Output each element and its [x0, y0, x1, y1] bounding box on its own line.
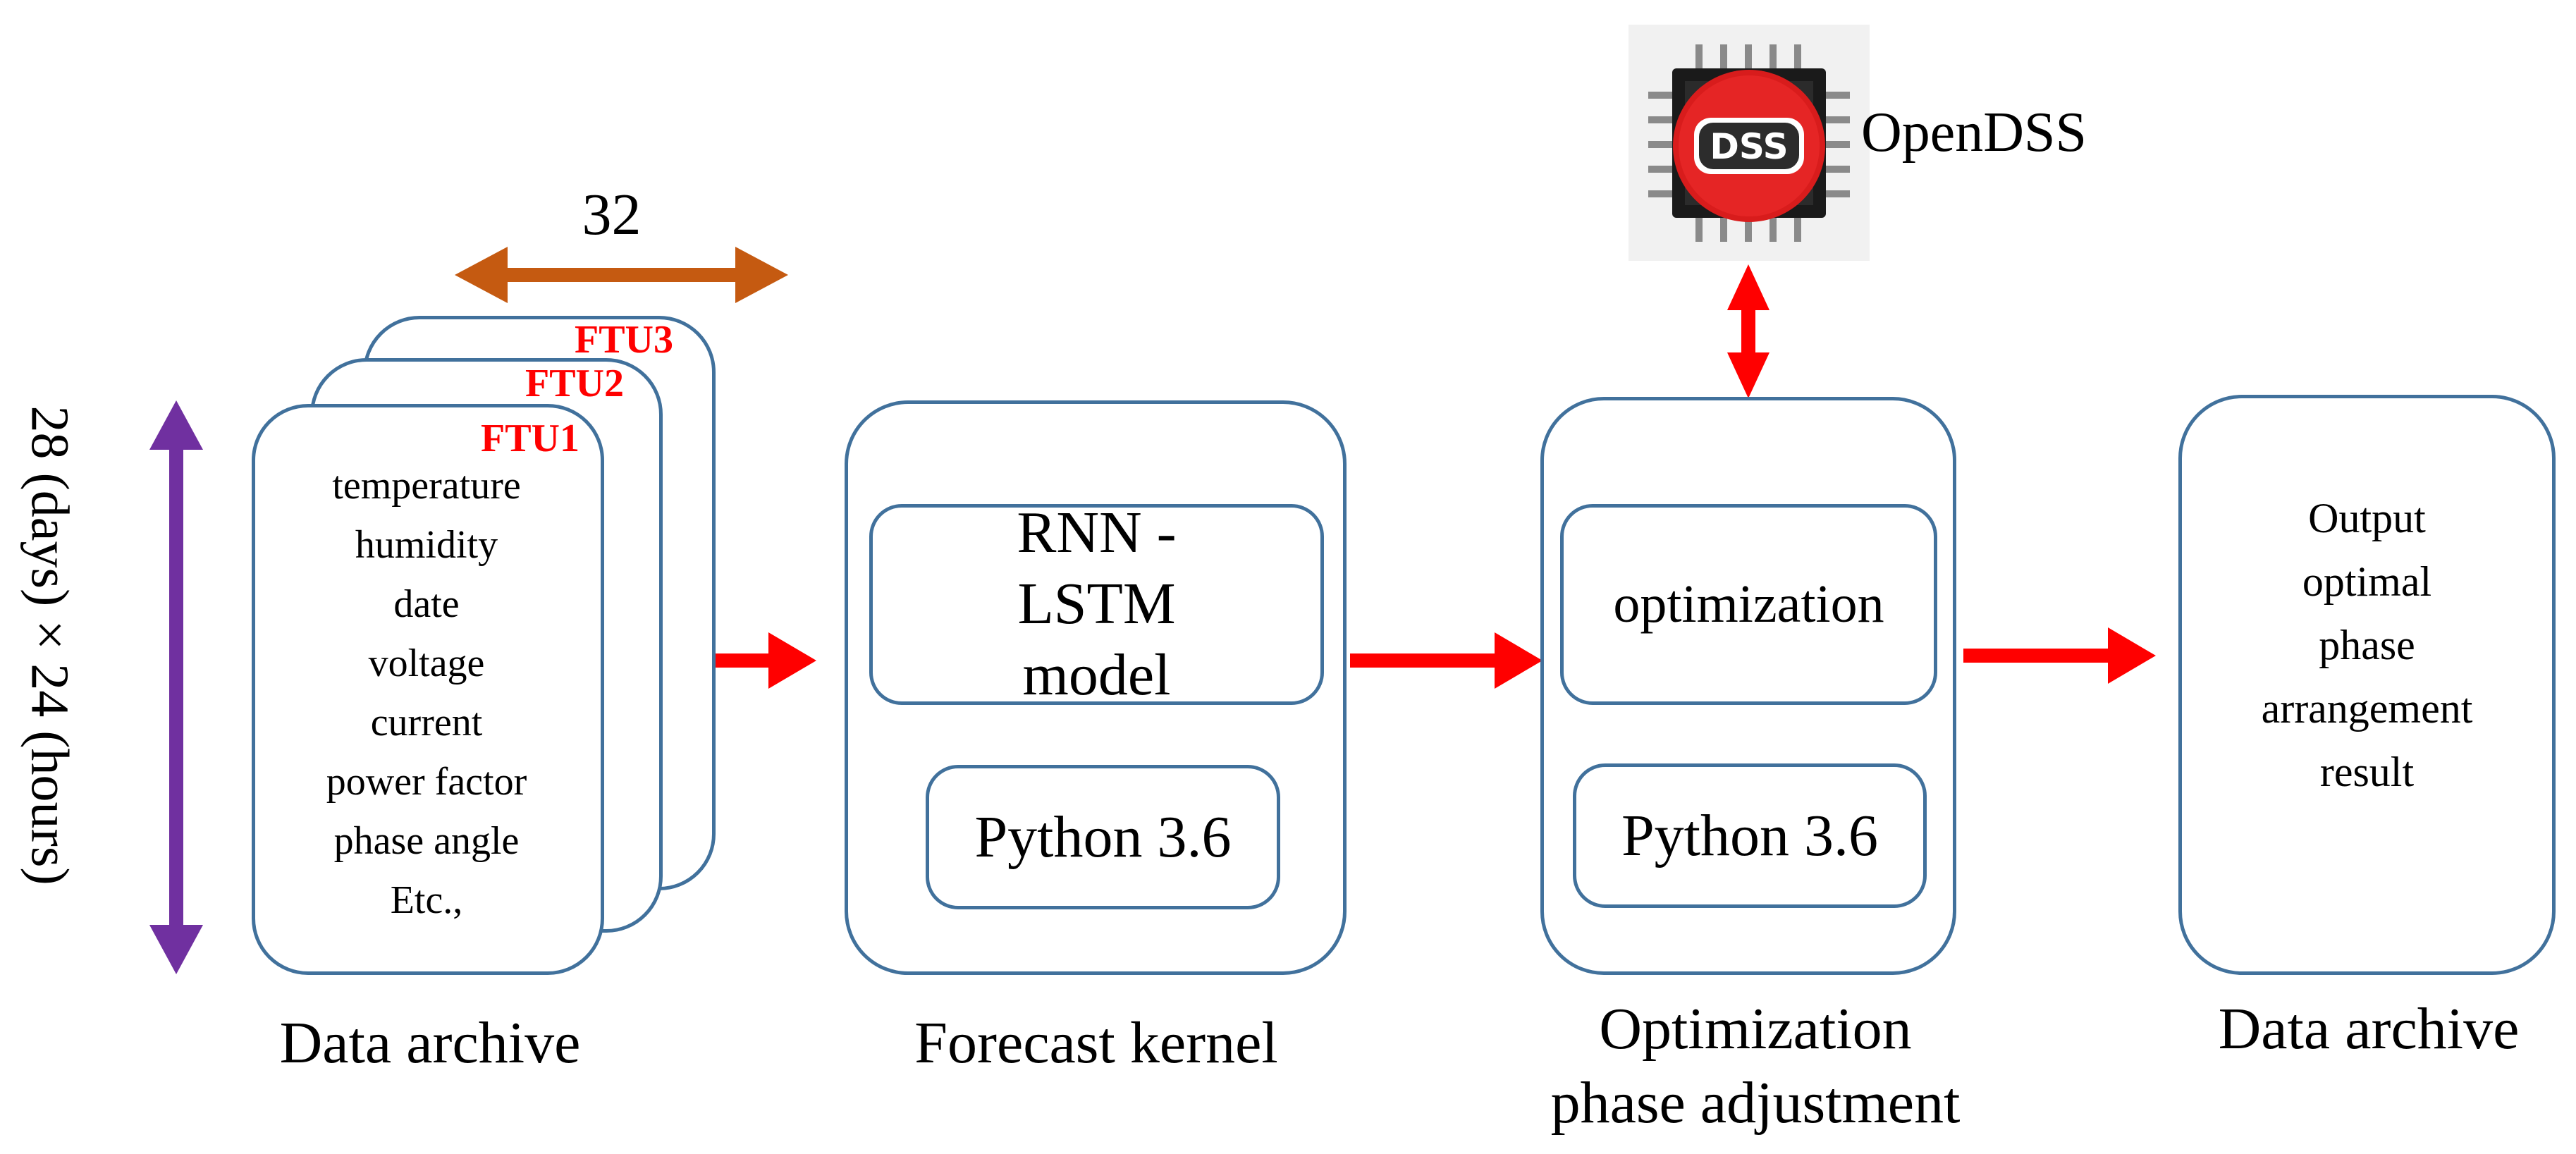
field-temperature: temperature [332, 464, 521, 508]
output-archive-box [2178, 395, 2556, 975]
stage1-caption: Data archive [279, 1010, 581, 1076]
stage4-caption: Data archive [2218, 996, 2520, 1062]
python-label-optimization: Python 3.6 [1621, 803, 1879, 868]
ftu3-label: FTU3 [575, 318, 673, 362]
chip-icon [1648, 44, 1850, 242]
opendss-logo-text: DSS [1710, 126, 1789, 167]
ftu-field-list: temperature humidity date voltage curren… [254, 456, 599, 930]
field-current: current [370, 701, 483, 744]
ftu1-label: FTU1 [481, 417, 579, 460]
ftu2-label: FTU2 [525, 362, 624, 405]
python-box-optimization: Python 3.6 [1573, 763, 1927, 908]
flow-arrow-3 [1963, 627, 2156, 684]
python-box-forecast: Python 3.6 [926, 765, 1280, 909]
opendss-link-arrow [1727, 264, 1770, 398]
optimization-module-label: optimization [1613, 575, 1884, 634]
stage3-caption-line2: phase adjustment [1550, 1070, 1961, 1136]
flow-arrow-2 [1350, 632, 1542, 689]
stage2-caption: Forecast kernel [914, 1010, 1278, 1076]
height-dimension-label: 28 (days) × 24 (hours) [20, 405, 80, 885]
optimization-module-box: optimization [1560, 504, 1937, 705]
result-line-1: Output [2308, 495, 2426, 541]
field-power-factor: power factor [326, 760, 527, 804]
width-dimension-arrow [455, 247, 788, 303]
ftu1-card [252, 404, 604, 975]
opendss-label: OpenDSS [1861, 102, 2087, 164]
stage3-caption-line1: Optimization [1599, 996, 1912, 1062]
result-text: Output optimal phase arrangement result [2182, 486, 2552, 804]
result-line-4: arrangement [2261, 685, 2473, 732]
opendss-logo-tile: DSS [1629, 25, 1870, 261]
result-line-5: result [2319, 749, 2415, 795]
result-line-3: phase [2319, 622, 2415, 668]
result-line-2: optimal [2302, 558, 2432, 605]
field-humidity: humidity [355, 523, 498, 567]
field-etc: Etc., [390, 878, 463, 922]
field-date: date [393, 582, 460, 626]
rnn-lstm-model-box: RNN - LSTM model [869, 500, 1324, 708]
field-phase-angle: phase angle [333, 819, 520, 863]
rnn-lstm-model-label: RNN - LSTM model [1017, 500, 1177, 708]
width-dimension-label: 32 [582, 182, 642, 247]
python-label-forecast: Python 3.6 [974, 804, 1232, 870]
height-dimension-arrow [149, 400, 203, 974]
field-voltage: voltage [368, 642, 485, 685]
